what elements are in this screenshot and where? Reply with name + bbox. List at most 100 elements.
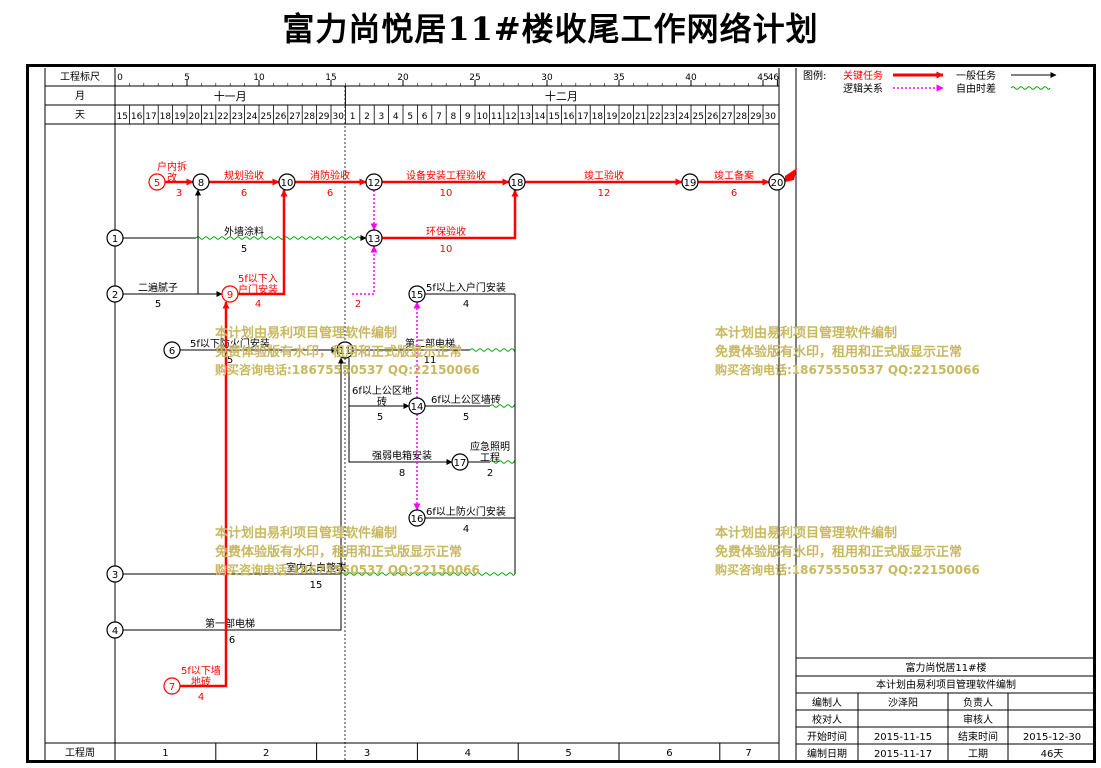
task-name: 5f以上入户门安装: [426, 281, 506, 294]
day-label-cell: 26: [275, 112, 287, 122]
info-cell: 2015-12-30: [1023, 732, 1081, 743]
node-label: 10: [281, 178, 294, 189]
legend-normal: 一般任务: [956, 69, 996, 82]
day-label-cell: 4: [393, 112, 399, 122]
day-label-cell: 25: [692, 112, 703, 122]
node-label: 17: [454, 458, 467, 469]
scale-tick-label: 46: [768, 73, 780, 83]
task-name: 户门安装: [238, 283, 278, 296]
task-name: 5f以下防火门安装: [190, 337, 270, 350]
node-label: 4: [112, 626, 118, 637]
day-label-cell: 1: [350, 112, 356, 122]
task-name: 5f以下墙: [181, 664, 221, 677]
watermark-line: 购买咨询电话:18675550537 QQ:22150066: [715, 562, 980, 577]
day-label-cell: 16: [563, 112, 575, 122]
task-name: 改: [167, 171, 177, 184]
day-label-cell: 18: [160, 112, 172, 122]
day-label-cell: 21: [635, 112, 646, 122]
node-label: 8: [198, 178, 204, 189]
node-5: [148, 173, 166, 191]
day-label-cell: 3: [379, 112, 385, 122]
task-name: 规划验收: [224, 169, 264, 182]
task-name: 二遍腻子: [138, 281, 178, 294]
day-label-cell: 19: [174, 112, 186, 122]
task-duration: 4: [255, 299, 261, 310]
task-name: 设备安装工程验收: [406, 169, 486, 182]
week-number: 7: [745, 748, 751, 759]
task-duration: 10: [440, 188, 453, 199]
day-label-cell: 24: [678, 112, 690, 122]
day-label-cell: 26: [707, 112, 719, 122]
end-flag: [785, 168, 797, 182]
watermark-line: 本计划由易利项目管理软件编制: [215, 325, 397, 341]
scale-tick-label: 35: [613, 73, 624, 83]
free-float-wave: [489, 404, 516, 408]
scale-tick-label: 40: [685, 73, 697, 83]
node-9: [221, 285, 239, 303]
legend-logic: 逻辑关系: [843, 82, 883, 95]
day-label-cell: 28: [304, 112, 316, 122]
info-note: 本计划由易利项目管理软件编制: [876, 678, 1016, 691]
day-label-cell: 22: [649, 112, 660, 122]
legend-float-line: [1010, 86, 1051, 90]
day-label-cell: 29: [750, 112, 762, 122]
node-14: [408, 397, 426, 415]
day-label-cell: 14: [534, 112, 546, 122]
day-label-cell: 22: [217, 112, 228, 122]
watermark-line: 本计划由易利项目管理软件编制: [715, 525, 897, 541]
free-float-wave: [339, 572, 516, 576]
node-16: [408, 509, 426, 527]
info-cell: 2015-11-17: [874, 749, 932, 760]
task-duration: 6: [327, 188, 333, 199]
info-cell: 审核人: [963, 713, 993, 726]
task-duration: 10: [440, 244, 453, 255]
node-label: 16: [411, 514, 424, 525]
day-label-cell: 8: [451, 112, 457, 122]
task-arrow: [123, 357, 344, 631]
month-dec: 十二月: [545, 89, 578, 103]
info-cell: 负责人: [963, 696, 993, 709]
node-8: [192, 173, 210, 191]
task-duration: 5: [155, 299, 161, 310]
task-name: 竣工验收: [584, 169, 624, 182]
info-project: 富力尚悦居11#楼: [905, 661, 986, 674]
chart-frame: [26, 64, 1096, 763]
day-label-cell: 5: [407, 112, 413, 122]
node-4: [106, 621, 124, 639]
task-duration: 3: [176, 188, 182, 199]
watermark-line: 本计划由易利项目管理软件编制: [215, 525, 397, 541]
node-label: 15: [411, 290, 424, 301]
day-label-cell: 15: [116, 112, 127, 122]
task-name: 6f以上防火门安装: [426, 505, 506, 518]
watermark-line: 免费体验版有水印，租用和正式版显示正常: [215, 344, 462, 360]
node-label: 12: [368, 178, 381, 189]
watermark-line: 免费体验版有水印，租用和正式版显示正常: [715, 344, 962, 360]
task-name: 竣工备案: [714, 169, 754, 182]
week-number: 4: [465, 748, 471, 759]
node-2: [106, 285, 124, 303]
day-label-cell: 6: [422, 112, 428, 122]
week-label: 工程周: [65, 747, 95, 759]
day-label-cell: 20: [188, 112, 200, 122]
info-cell: 结束时间: [958, 730, 998, 743]
task-duration: 11: [424, 355, 437, 366]
scale-tick-label: 10: [253, 73, 265, 83]
free-float-wave: [469, 348, 516, 352]
task-duration: 4: [463, 524, 469, 535]
week-number: 1: [162, 748, 168, 759]
node-6: [163, 341, 181, 359]
legend-float: 自由时差: [956, 82, 996, 95]
node-label: 20: [771, 178, 784, 189]
task-name: 6f以上公区地: [352, 384, 412, 397]
day-label-cell: 17: [577, 112, 588, 122]
logic-duration: 2: [355, 299, 361, 310]
day-label-cell: 27: [721, 112, 732, 122]
task-duration: 8: [399, 468, 405, 479]
info-cell: 编制人: [812, 696, 842, 709]
task-duration: 15: [310, 580, 323, 591]
watermark-line: 购买咨询电话:18675550537 QQ:22150066: [215, 362, 480, 377]
node-label: 7: [169, 682, 175, 693]
scale-tick-label: 15: [325, 73, 336, 83]
task-name: 外墙涂料: [224, 225, 264, 238]
